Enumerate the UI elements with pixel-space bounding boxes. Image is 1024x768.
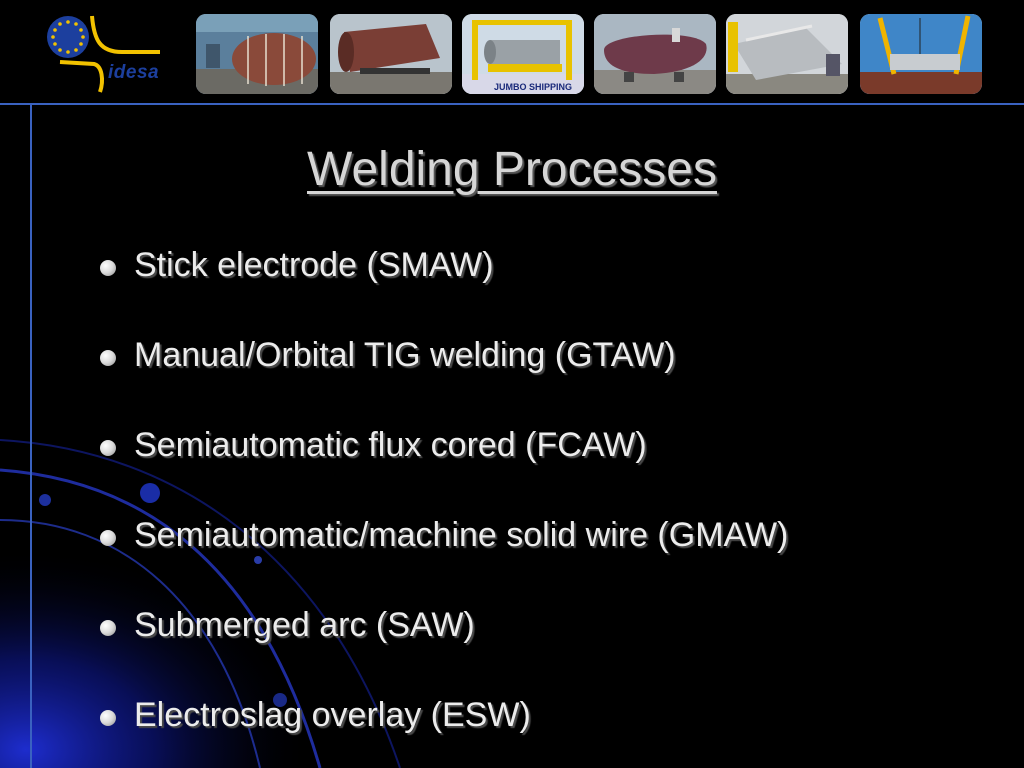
bullet-dot-icon xyxy=(100,620,116,636)
header-divider xyxy=(0,103,1024,105)
bullet-text: Submerged arc (SAW) xyxy=(134,606,475,644)
logo-text: idesa xyxy=(108,62,160,83)
bullet-text: Stick electrode (SMAW) xyxy=(134,246,494,284)
vessel-photo-icon xyxy=(330,14,452,94)
column-photo-icon xyxy=(726,14,848,94)
bullet-dot-icon xyxy=(100,440,116,456)
bullet-text: Semiautomatic flux cored (FCAW) xyxy=(134,426,647,464)
workshop-photo-icon xyxy=(196,14,318,94)
slide-title: Welding Processes xyxy=(307,143,717,196)
photo-caption: JUMBO SHIPPING xyxy=(494,82,573,92)
bullet-text: Manual/Orbital TIG welding (GTAW) xyxy=(134,336,676,374)
side-divider xyxy=(30,105,32,768)
header-bar: idesa xyxy=(0,0,1024,103)
reactor-photo-icon xyxy=(594,14,716,94)
bullet-dot-icon xyxy=(100,350,116,366)
shipping-photo-icon: JUMBO SHIPPING xyxy=(462,14,584,94)
bullet-text: Electroslag overlay (ESW) xyxy=(134,696,531,734)
bullet-dot-icon xyxy=(100,260,116,276)
bullet-dot-icon xyxy=(100,530,116,546)
bullet-dot-icon xyxy=(100,710,116,726)
photo-strip: JUMBO SHIPPING xyxy=(196,14,986,94)
crane-lift-photo-icon xyxy=(860,14,982,94)
bullet-text: Semiautomatic/machine solid wire (GMAW) xyxy=(134,516,789,554)
idesa-logo-icon xyxy=(47,15,160,93)
